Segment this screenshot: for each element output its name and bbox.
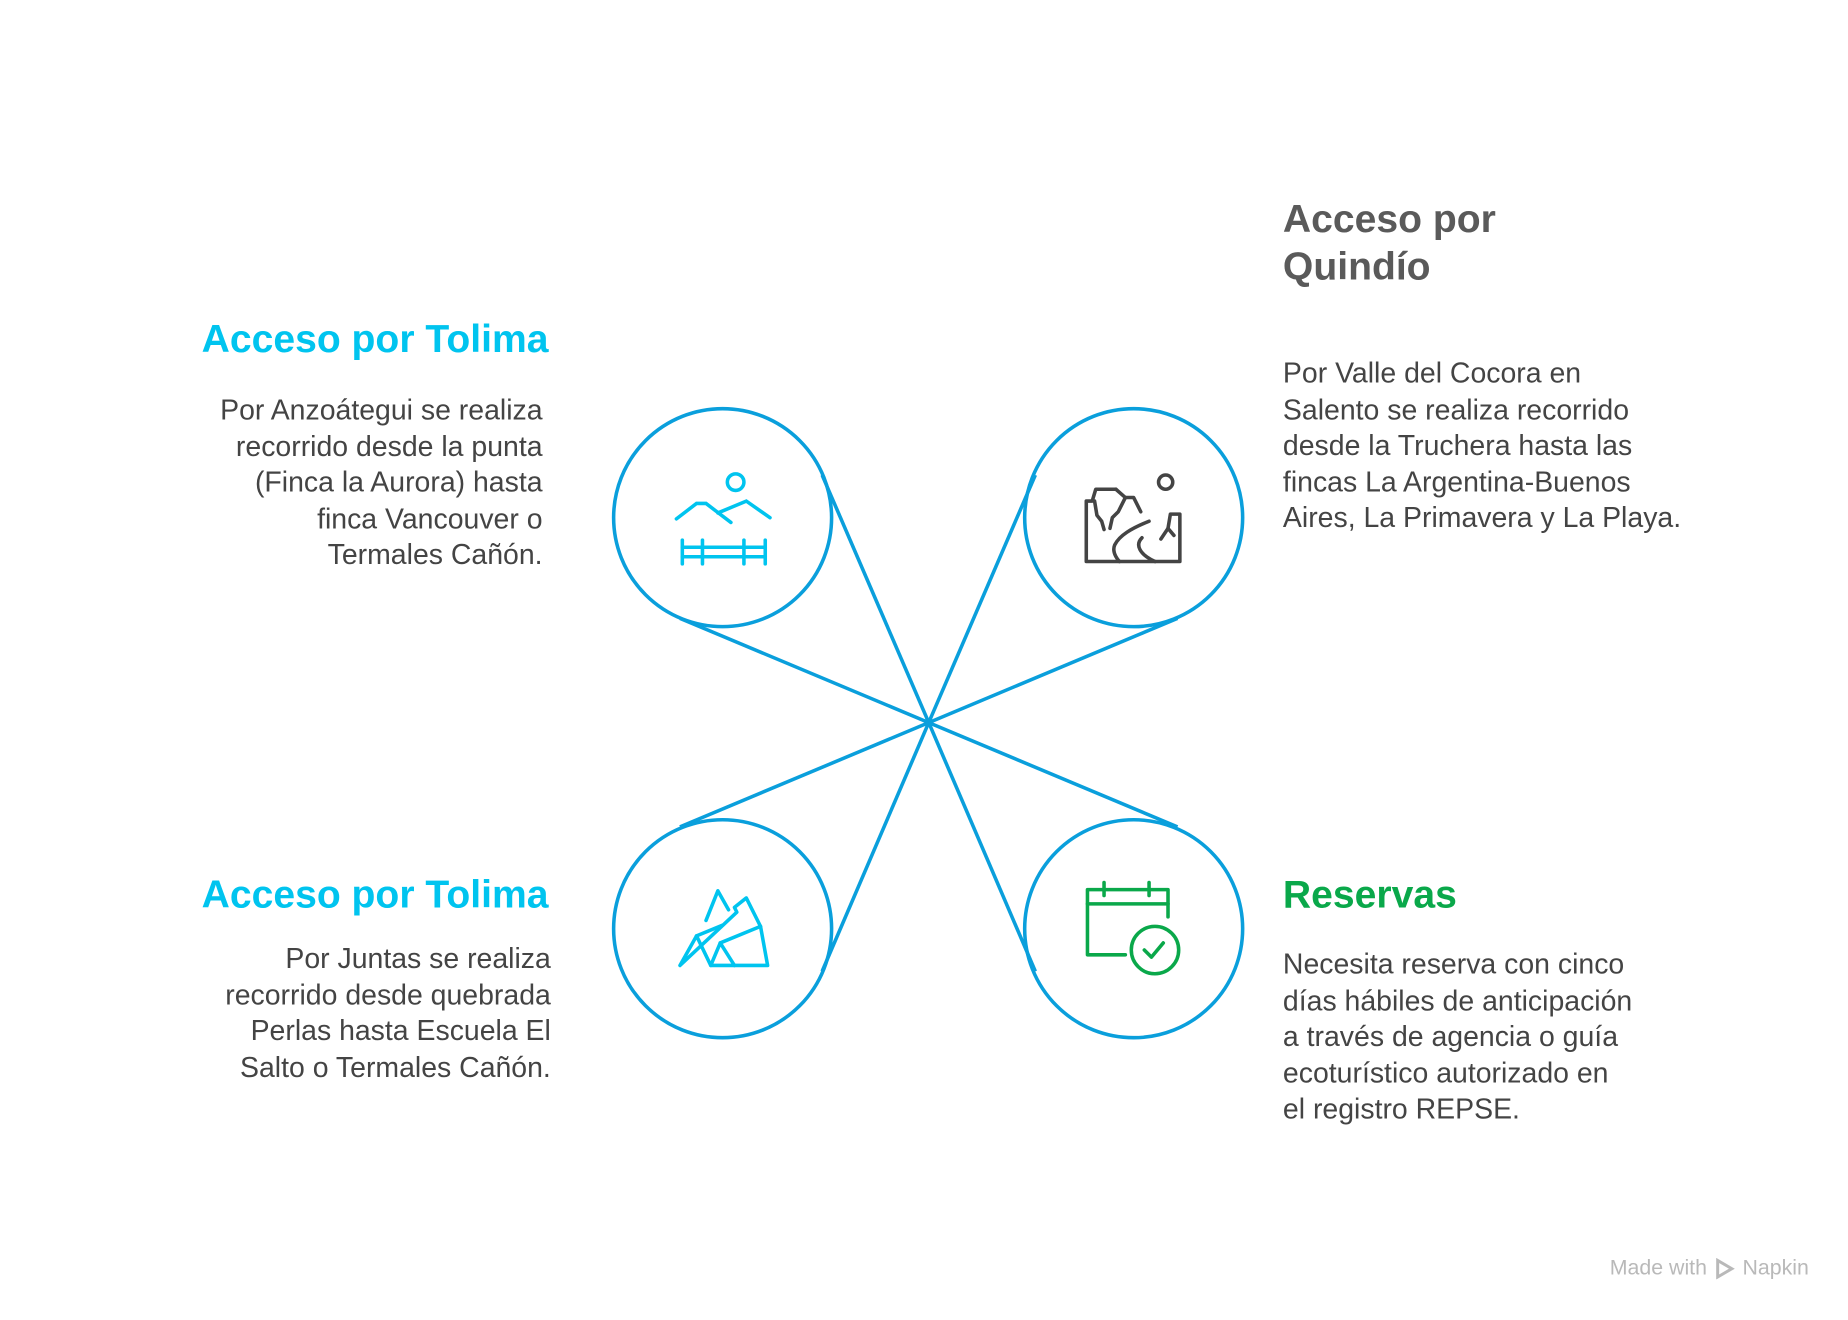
title-reservas: Reservas <box>1282 871 1457 916</box>
body-tolima-1: Por Anzoátegui se realiza recorrido desd… <box>220 394 543 572</box>
napkin-brand-label: Napkin <box>1742 1255 1809 1280</box>
made-with-napkin-badge[interactable]: Made with Napkin <box>1610 1256 1809 1281</box>
circle-reservas <box>1022 817 1245 1040</box>
landscape-fence-icon <box>674 472 772 566</box>
canyon-river-icon <box>1084 473 1182 564</box>
body-quindio: Por Valle del Cocora en Salento se reali… <box>1282 357 1682 535</box>
napkin-logo-icon <box>1716 1257 1735 1279</box>
calendar-check-icon <box>1085 880 1181 976</box>
title-tolima-1: Acceso por Tolima <box>201 316 549 361</box>
body-tolima-2: Por Juntas se realiza recorrido desde qu… <box>225 942 551 1084</box>
connector-lines <box>679 474 1179 973</box>
title-quindio: Acceso por Quindío <box>1282 196 1496 288</box>
circle-tolima-2 <box>611 817 834 1040</box>
circle-quindio <box>1022 406 1245 629</box>
title-tolima-2: Acceso por Tolima <box>201 871 549 916</box>
circle-tolima-1 <box>611 406 834 629</box>
made-with-label: Made with <box>1609 1255 1707 1280</box>
mountains-icon <box>678 889 770 968</box>
body-reservas: Necesita reserva con cinco días hábiles … <box>1282 948 1633 1126</box>
